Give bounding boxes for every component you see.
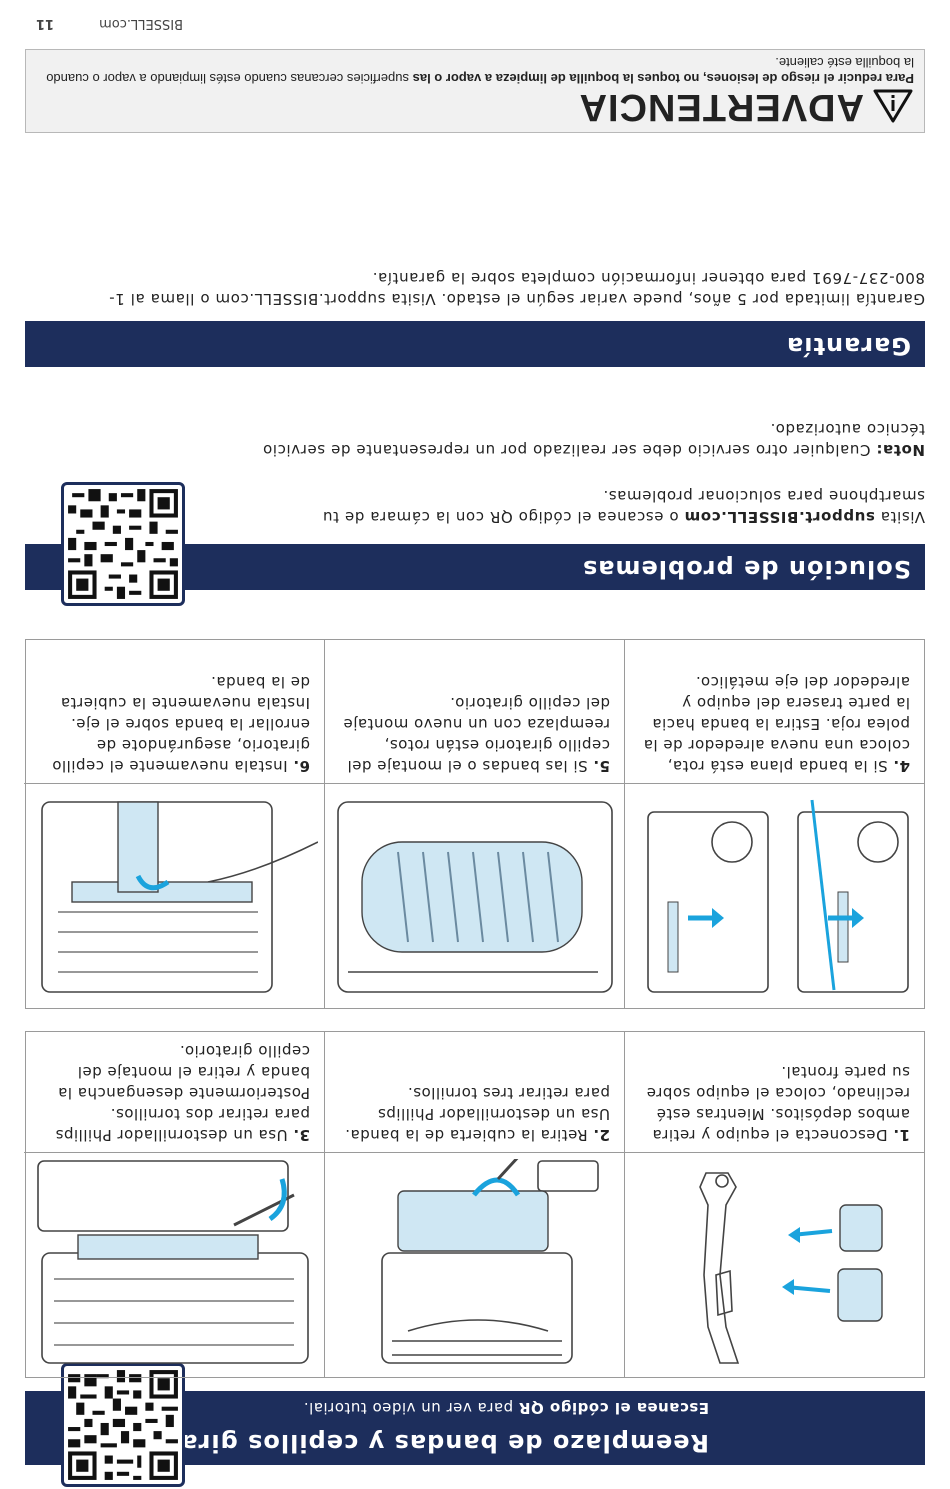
step-cell-1: 1. Desconecta el equipo y retira ambos d…	[624, 1032, 924, 1377]
troubleshoot-note: Nota: Cualquier otro servicio debe ser r…	[262, 420, 926, 459]
illustration-step-6	[30, 792, 319, 1002]
qr-icon	[68, 489, 178, 599]
warranty-text: Garantía limitada por 5 años, puede vari…	[108, 269, 925, 308]
warning-message: Para reducir el riesgo de lesiones, no t…	[46, 55, 914, 86]
reinstall-brushroll-illustration	[41, 801, 319, 993]
step-cell-3: 3. Usa un destornillador Phillips para r…	[24, 1032, 324, 1377]
step-cell-2: 2. Retira la cubierta de la banda. Usa u…	[324, 1032, 624, 1377]
replace-title: Reemplazo de bandas y cepillos giratorio…	[95, 1429, 709, 1457]
troubleshoot-text: Visita support.BISSELL.com o escanea el …	[322, 487, 925, 526]
qr-icon	[68, 1370, 178, 1480]
flat-belt-illustration	[647, 799, 909, 993]
warning-title: ADVERTENCIA	[578, 86, 864, 128]
illustration-step-3	[30, 1159, 318, 1371]
step-6-text: 6. Instala nuevamente el cepillo girator…	[51, 673, 310, 775]
qr-code-support[interactable]	[61, 482, 185, 606]
illustration-step-5	[331, 792, 618, 1002]
warning-triangle-icon	[873, 89, 913, 123]
warning-box: ADVERTENCIA Para reducir el riesgo de le…	[25, 49, 925, 133]
brushroll-screws-illustration	[37, 1160, 309, 1364]
step-2-text: 2. Retira la cubierta de la banda. Usa u…	[344, 1084, 610, 1144]
illustration-step-2	[331, 1153, 618, 1371]
scan-qr-bold: Escanea el código QR	[518, 1399, 709, 1417]
footer-site: BISSELL.com	[99, 16, 183, 31]
step-1-text: 1. Desconecta el equipo y retira ambos d…	[646, 1063, 910, 1144]
vacuum-tanks-illustration	[699, 1172, 883, 1364]
steps-row-1: 1. Desconecta el equipo y retira ambos d…	[24, 1031, 925, 1378]
replace-subtitle: Escanea el código QR para ver un video t…	[303, 1399, 709, 1417]
step-cell-6: 6. Instala nuevamente el cepillo girator…	[24, 640, 324, 1008]
step-cell-4: 4. Si la banda plana está rota, coloca u…	[624, 640, 924, 1008]
support-link[interactable]: support.BISSELL.com	[683, 508, 875, 526]
brushroll-assembly-illustration	[337, 801, 613, 993]
step-5-text: 5. Si las bandas o el montaje del cepill…	[343, 694, 610, 775]
warranty-header: Garantía	[25, 321, 925, 367]
step-4-text: 4. Si la banda plana está rota, coloca u…	[643, 673, 910, 775]
page-number: 11	[35, 16, 54, 31]
illustration-step-4	[631, 792, 918, 1002]
scan-qr-rest: para ver un video tutorial.	[303, 1399, 519, 1417]
qr-code-tutorial[interactable]	[61, 1363, 185, 1487]
step-3-text: 3. Usa un destornillador Phillips para r…	[55, 1042, 310, 1144]
troubleshoot-title: Solución de problemas	[582, 555, 911, 583]
illustration-step-1	[631, 1159, 918, 1371]
belt-cover-illustration	[381, 1153, 599, 1364]
steps-row-2: 4. Si la banda plana está rota, coloca u…	[24, 639, 925, 1009]
warranty-title: Garantía	[786, 332, 911, 360]
step-cell-5: 5. Si las bandas o el montaje del cepill…	[324, 640, 624, 1008]
